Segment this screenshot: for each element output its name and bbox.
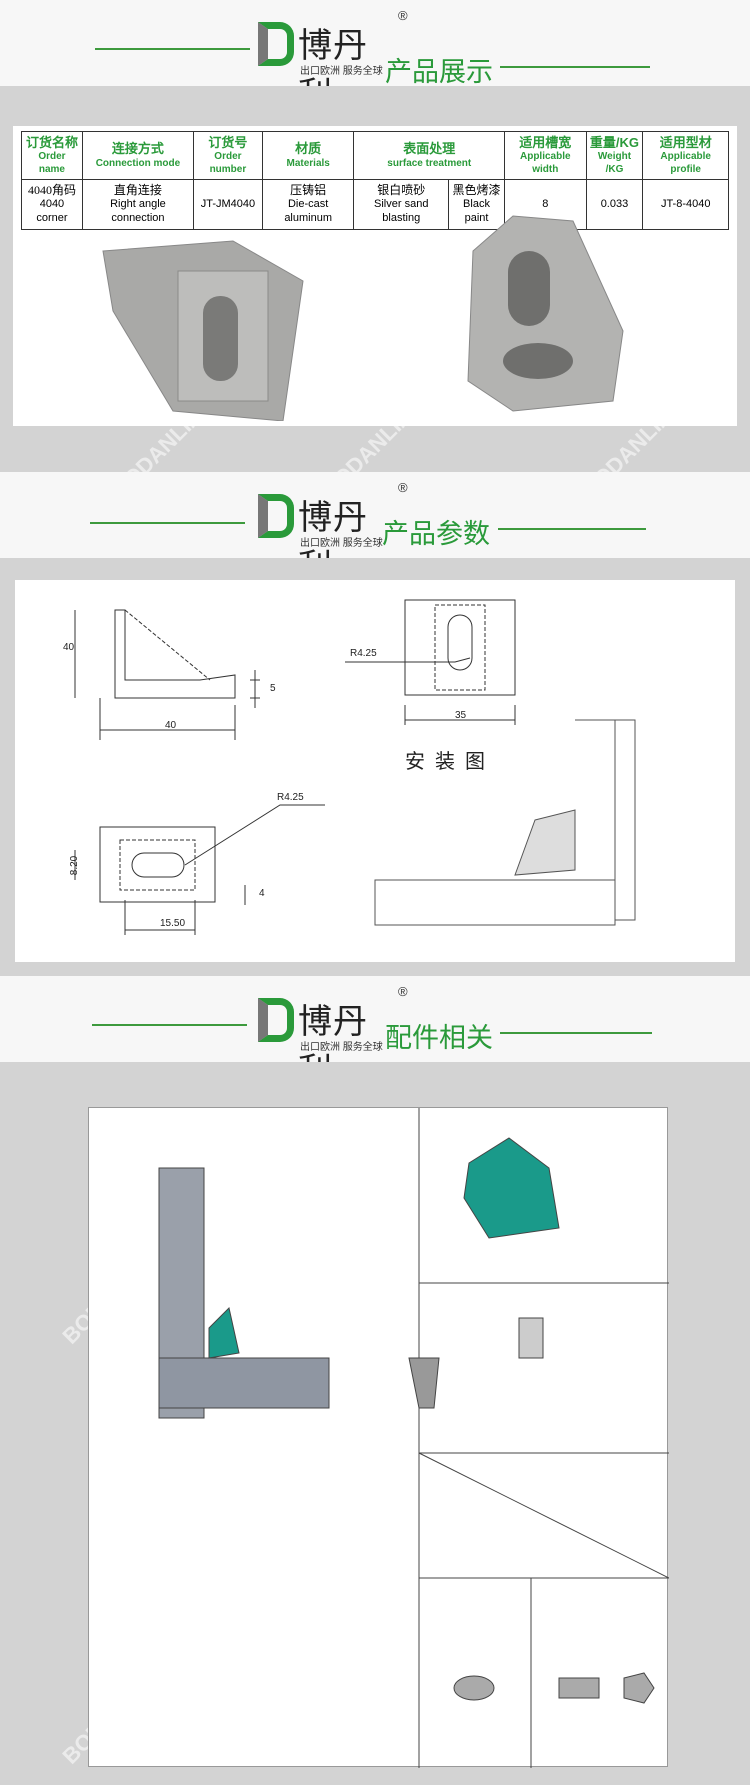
drawing-panel: 40 5 40 R4.25 35 安装图 R4.25 8.20 4 15.50 <box>15 580 735 962</box>
corner-bracket-photo-side <box>467 215 624 412</box>
divider <box>92 1024 247 1026</box>
dim-35: 35 <box>455 710 467 721</box>
showcase-band: BODANLI/博丹利 BODANLI/博丹利 BODANLI/博丹利 订货名称… <box>0 86 750 472</box>
dim-radius: R4.25 <box>350 648 377 659</box>
dim-8-20: 8.20 <box>69 855 81 876</box>
divider <box>90 522 245 524</box>
params-band: 40 5 40 R4.25 35 安装图 R4.25 8.20 4 15.50 <box>0 558 750 976</box>
accessories-illustration <box>158 1108 669 1768</box>
accessories-band: BODANLI/博丹利 BODANLI/博丹利 <box>0 1062 750 1785</box>
divider <box>500 1032 652 1034</box>
divider <box>500 66 650 68</box>
divider <box>95 48 250 50</box>
accessories-panel <box>88 1107 669 1768</box>
section-title: 产品参数 <box>382 519 490 550</box>
section-header-showcase: 博丹利出口欧洲 服务全球® 产品展示 <box>0 0 750 115</box>
dim-height-40: 40 <box>63 642 75 653</box>
dim-4: 4 <box>259 888 265 899</box>
brand-slogan: 出口欧洲 服务全球 <box>300 66 383 77</box>
technical-drawings <box>74 599 636 935</box>
install-diagram-label: 安装图 <box>405 751 495 773</box>
dim-width-40: 40 <box>165 720 177 731</box>
section-header-params: 博丹利出口欧洲 服务全球® 产品参数 <box>0 472 750 587</box>
brand-logo: 博丹利出口欧洲 服务全球® <box>258 480 408 587</box>
brand-logo: 博丹利出口欧洲 服务全球® <box>258 8 408 115</box>
section-title: 配件相关 <box>385 1023 493 1054</box>
dim-radius: R4.25 <box>277 792 304 803</box>
dim-5: 5 <box>270 683 276 694</box>
corner-bracket-photo-front <box>102 240 304 421</box>
brand-logo: 博丹利出口欧洲 服务全球® <box>258 984 408 1091</box>
section-title: 产品展示 <box>385 57 493 88</box>
registered-mark: ® <box>398 8 408 23</box>
section-header-accessories: 博丹利出口欧洲 服务全球® 配件相关 <box>0 976 750 1091</box>
dim-15-50: 15.50 <box>160 918 186 929</box>
divider <box>498 528 646 530</box>
